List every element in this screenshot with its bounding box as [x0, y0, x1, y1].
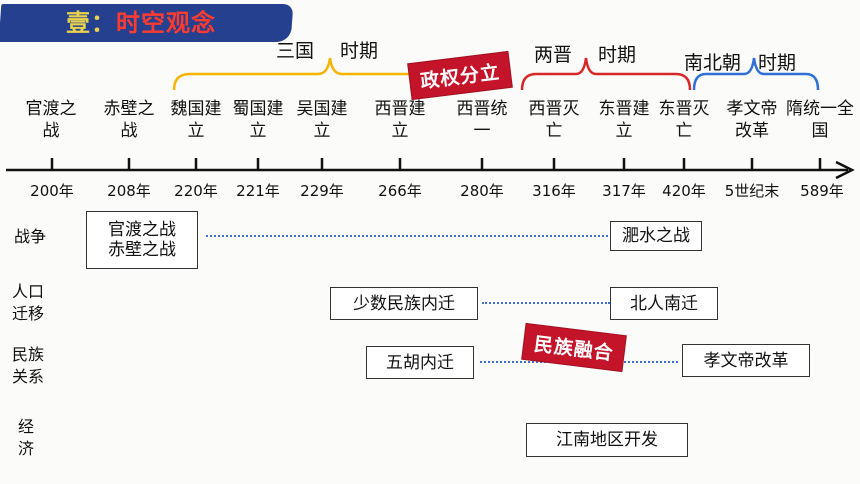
title-prefix: 壹：: [66, 9, 116, 37]
event-label: 官渡之 战: [16, 98, 86, 142]
event-text: 吴国建 立: [296, 99, 348, 141]
event-label: 蜀国建 立: [226, 98, 290, 142]
three-kingdoms-suffix: 时期: [340, 40, 379, 62]
year-label: 5世纪末: [724, 182, 780, 200]
year-label: 589年: [800, 182, 844, 200]
event-text: 赤壁之 战: [103, 99, 155, 141]
war-box-feishui: 淝水之战: [610, 221, 702, 251]
timeline-axis: [6, 158, 855, 180]
south-north-brace: [692, 57, 820, 91]
timeline-ticks: [50, 158, 822, 170]
event-label: 孝文帝 改革: [720, 98, 784, 142]
event-label: 吴国建 立: [290, 98, 354, 142]
event-label: 东晋建 立: [592, 98, 656, 142]
event-text: 蜀国建 立: [232, 99, 284, 141]
year-label: 220年: [174, 182, 218, 200]
ethnic-fusion-stamp: 民族融合: [522, 324, 626, 371]
two-jin-suffix: 时期: [598, 44, 637, 66]
event-text: 东晋灭 亡: [658, 99, 710, 141]
year-label: 266年: [378, 182, 422, 200]
year-label: 317年: [602, 182, 646, 200]
title-main: 时空观念: [116, 9, 216, 37]
row-label-migration: 人口 迁移: [11, 282, 44, 323]
event-label: 魏国建 立: [164, 98, 228, 142]
year-label: 280年: [460, 182, 504, 200]
event-text: 东晋建 立: [598, 99, 650, 141]
event-label: 隋统一全 国: [780, 98, 860, 142]
year-label: 316年: [532, 182, 576, 200]
page-title: 壹：时空观念: [66, 6, 216, 40]
war-box-guandu-chibi: 官渡之战 赤壁之战: [86, 211, 198, 269]
event-label: 西晋灭 亡: [522, 98, 586, 142]
migration-connector: [482, 302, 610, 304]
event-text: 官渡之 战: [25, 99, 77, 141]
event-text: 隋统一全 国: [786, 99, 854, 141]
event-text: 西晋统 一: [456, 99, 508, 141]
year-label: 420年: [662, 182, 706, 200]
south-north-name: 南北朝: [684, 52, 742, 74]
economy-box-jiangnan: 江南地区开发: [526, 423, 688, 457]
event-label: 赤壁之 战: [94, 98, 164, 142]
row-label-ethnic: 民族 关系: [11, 345, 44, 386]
event-text: 孝文帝 改革: [726, 99, 778, 141]
war-connector: [206, 235, 608, 237]
south-north-suffix: 时期: [758, 52, 797, 74]
year-label: 208年: [107, 182, 151, 200]
event-text: 西晋灭 亡: [528, 99, 580, 141]
event-label: 西晋建 立: [368, 98, 432, 142]
ethnic-box-wuhu: 五胡内迁: [366, 346, 474, 379]
year-label: 200年: [30, 182, 74, 200]
migration-box-minority: 少数民族内迁: [330, 287, 478, 320]
three-kingdoms-name: 三国: [276, 40, 315, 62]
event-label: 西晋统 一: [450, 98, 514, 142]
two-jin-brace: [520, 57, 692, 91]
ethnic-box-xiaowen: 孝文帝改革: [682, 344, 810, 377]
year-label: 221年: [236, 182, 280, 200]
row-label-war: 战争: [13, 227, 46, 246]
event-text: 西晋建 立: [374, 99, 426, 141]
event-label: 东晋灭 亡: [652, 98, 716, 142]
event-text: 魏国建 立: [170, 99, 222, 141]
two-jin-name: 两晋: [534, 44, 573, 66]
migration-box-north-south: 北人南迁: [610, 287, 718, 320]
row-label-economy: 经 济: [17, 417, 34, 458]
year-label: 229年: [300, 182, 344, 200]
